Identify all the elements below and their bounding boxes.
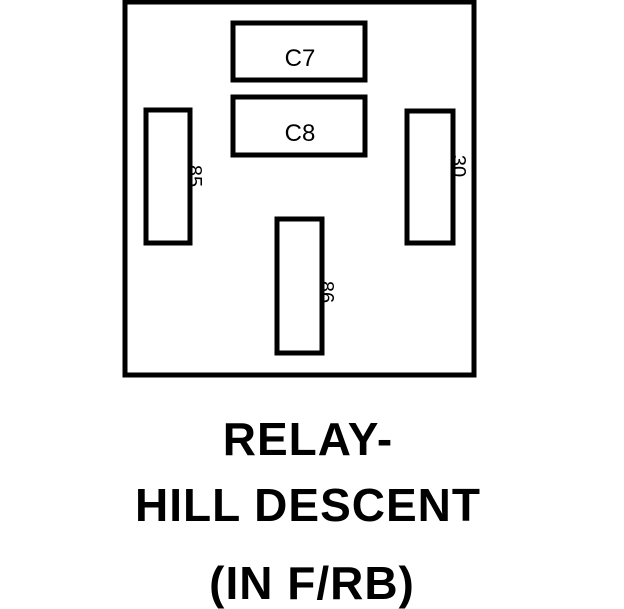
slot-c7-outline <box>230 20 368 83</box>
svg-text:30: 30 <box>447 155 469 177</box>
terminal-bottom-label-glyph: 86 <box>315 281 337 303</box>
svg-text:86: 86 <box>315 281 337 303</box>
caption-title-line-1: RELAY- <box>222 413 394 465</box>
slot-c8-outline <box>230 94 368 158</box>
slot-c7: C7 <box>230 20 368 83</box>
terminal-left-label-glyph: 85 <box>183 165 205 187</box>
slot-c8-label: C8 <box>285 120 316 147</box>
relay-body-outline <box>122 0 477 378</box>
terminal-right-outline <box>404 108 456 246</box>
terminal-left-outline <box>143 107 193 246</box>
slot-c7-label: C7 <box>285 45 316 72</box>
caption-location: (IN F/RB) <box>209 557 415 609</box>
terminal-left: 85 <box>143 107 205 246</box>
svg-text:85: 85 <box>183 165 205 187</box>
terminal-bottom: 86 <box>274 216 337 356</box>
terminal-right-label-glyph: 30 <box>447 155 469 177</box>
slot-c8: C8 <box>230 94 368 158</box>
terminal-right: 30 <box>404 108 469 246</box>
caption-title-line-2: HILL DESCENT <box>135 479 481 531</box>
terminal-bottom-outline <box>274 216 325 356</box>
relay-connector-diagram: C7 C8 85 30 86 <box>122 0 477 378</box>
